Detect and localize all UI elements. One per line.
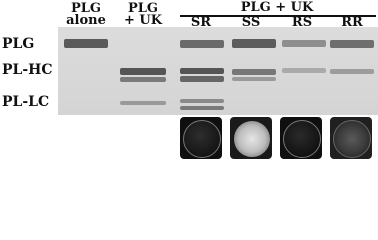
band-pl-hc — [232, 69, 276, 75]
activity-spots — [176, 115, 378, 160]
row-label-pl-lc: PL-LC — [2, 94, 50, 110]
gel-figure: PLG alone PLG + UK PLG + UK SR SS RS RR … — [2, 0, 378, 160]
header-plg-uk-line2: + UK — [123, 13, 163, 28]
band-pl-lc — [120, 101, 166, 105]
row-label-plg: PLG — [2, 36, 35, 52]
band-plg — [282, 40, 326, 47]
header-lane-rs: RS — [291, 15, 313, 30]
band-pl-hc-lower — [232, 77, 276, 81]
band-plg — [232, 39, 276, 48]
band-plg — [180, 40, 224, 48]
band-pl-lc — [180, 99, 224, 103]
band-pl-hc — [120, 68, 166, 75]
header-plg-alone-line2: alone — [66, 13, 106, 28]
gel-lane-plg-uk — [120, 27, 166, 115]
gel-lane-ss — [232, 27, 276, 115]
gel-lane-plg-alone — [64, 27, 108, 115]
header-plg-uk: PLG + UK — [118, 1, 168, 28]
gel-lane-rr — [330, 27, 374, 115]
header-group-plg-uk: PLG + UK — [240, 0, 314, 15]
header-plg-alone-line1: PLG — [70, 1, 102, 16]
spot-sr — [180, 117, 222, 159]
header-lane-sr: SR — [190, 15, 212, 30]
gel-lane-sr — [180, 27, 224, 115]
band-pl-hc-lower — [120, 77, 166, 82]
band-pl-hc — [180, 68, 224, 74]
header-plg-alone: PLG alone — [62, 1, 110, 28]
band-plg — [64, 39, 108, 48]
band-pl-hc — [330, 69, 374, 74]
group-bracket — [180, 15, 376, 17]
band-pl-hc-lower — [180, 76, 224, 82]
band-pl-hc — [282, 68, 326, 73]
header-lane-ss: SS — [241, 15, 261, 30]
header-lane-rr: RR — [341, 15, 363, 30]
band-pl-lc-lower — [180, 106, 224, 110]
spot-ss — [230, 117, 272, 159]
spot-rr — [330, 117, 372, 159]
row-label-pl-hc: PL-HC — [2, 62, 53, 78]
header-plg-uk-line1: PLG — [127, 1, 159, 16]
band-plg — [330, 40, 374, 48]
spot-rs — [280, 117, 322, 159]
gel-image — [58, 27, 378, 115]
gel-lane-rs — [282, 27, 326, 115]
